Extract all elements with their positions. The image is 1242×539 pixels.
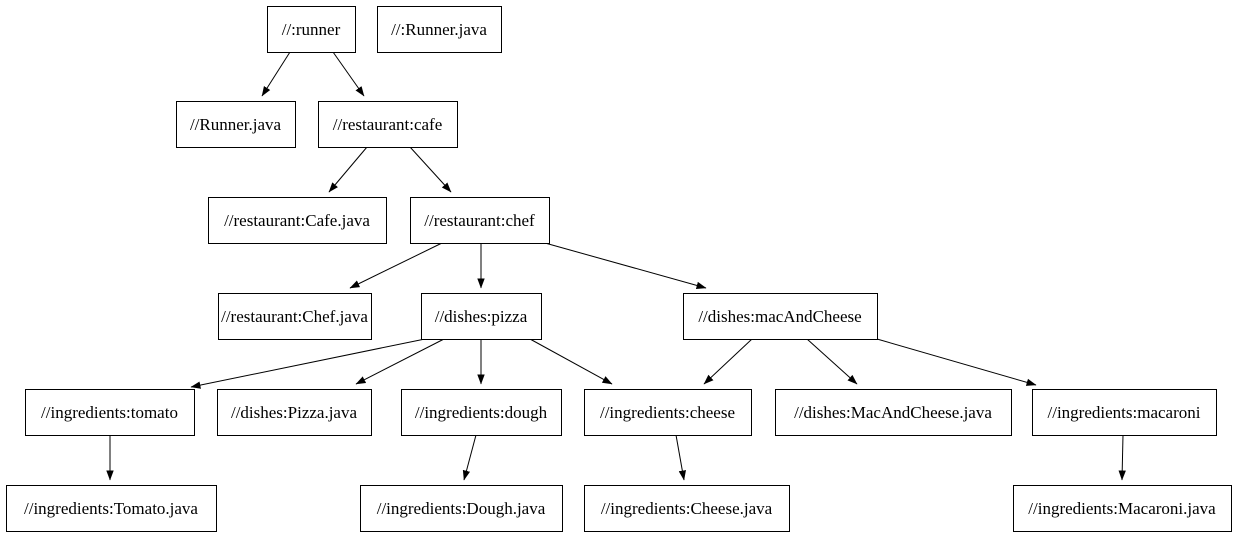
graph-node-box [176,101,296,148]
graph-node-box [401,389,562,436]
graph-node-tomato: //ingredients:tomato [25,389,195,436]
graph-node-dough-java: //ingredients:Dough.java [360,485,563,532]
graph-edge-pizza-to-pizza-java [355,338,445,385]
graph-node-box [421,293,542,340]
nodes-layer: //:runner //:Runner.java //Runner.java //re… [6,6,1232,532]
graph-node-box [218,293,372,340]
graph-node-box [683,293,878,340]
graph-node-chef-java: //restaurant:Chef.java [218,293,372,340]
graph-node-box [360,485,563,532]
graph-node-cheese-java: //ingredients:Cheese.java [584,485,790,532]
graph-edge-chef-to-chef-java [349,242,443,289]
graph-node-box [6,485,217,532]
graph-edge-pizza-to-tomato [190,338,426,389]
graph-node-label: //ingredients:tomato [41,403,178,422]
graph-edge-dough-to-dough-java [462,434,477,481]
graph-node-label: //Runner.java [190,115,282,134]
graph-node-mac-java: //dishes:MacAndCheese.java [775,389,1012,436]
graph-node-cheese: //ingredients:cheese [584,389,752,436]
graph-node-cafe: //restaurant:cafe [318,101,458,148]
graph-node-box [25,389,195,436]
graph-node-dough: //ingredients:dough [401,389,562,436]
graph-node-cafe-java: //restaurant:Cafe.java [208,197,387,244]
graph-edge-cafe-to-chef [409,146,452,193]
graph-node-box [318,101,458,148]
graph-node-label: //ingredients:macaroni [1048,403,1201,422]
graph-node-label: //:Runner.java [391,20,487,39]
graph-node-label: //dishes:Pizza.java [231,403,358,422]
graph-node-runner-src: //:Runner.java [377,6,502,53]
graph-node-macaroni-java: //ingredients:Macaroni.java [1013,485,1232,532]
graph-node-label: //ingredients:Cheese.java [601,499,773,518]
graph-edge-pizza-to-cheese [529,338,613,385]
graph-edge-cafe-to-cafe-java [328,146,368,193]
graph-node-label: //restaurant:Cafe.java [224,211,370,230]
graph-edge-chef-to-macandcheese [544,242,707,290]
graph-node-macandcheese: //dishes:macAndCheese [683,293,878,340]
graph-node-box [377,6,502,53]
graph-node-chef: //restaurant:chef [410,197,550,244]
graph-node-box [208,197,387,244]
graph-edge-macaroni-to-macaroni-java [1118,434,1126,481]
graph-node-label: //:runner [282,20,341,39]
graph-node-label: //dishes:pizza [435,307,528,326]
graph-node-pizza-java: //dishes:Pizza.java [217,389,372,436]
graph-node-runner-java: //Runner.java [176,101,296,148]
graph-node-label: //ingredients:Macaroni.java [1028,499,1216,518]
graph-edge-cheese-to-cheese-java [675,434,686,481]
graph-node-label: //dishes:MacAndCheese.java [794,403,992,422]
graph-edge-macandcheese-to-cheese [703,338,753,385]
graph-node-label: //ingredients:Dough.java [377,499,546,518]
graph-edge-macandcheese-to-mac-java [806,338,858,385]
graph-node-box [267,6,356,53]
graph-node-label: //ingredients:dough [415,403,548,422]
graph-node-box [584,485,790,532]
graph-node-box [584,389,752,436]
graph-node-box [1013,485,1232,532]
graph-node-label: //ingredients:cheese [600,403,735,422]
graph-edge-runner-to-runner-java [261,51,291,97]
edges-layer [106,51,1126,481]
graph-node-box [1032,389,1217,436]
graph-node-macaroni: //ingredients:macaroni [1032,389,1217,436]
graph-node-label: //ingredients:Tomato.java [24,499,198,518]
graph-edge-macandcheese-to-macaroni [876,338,1037,386]
graph-node-label: //restaurant:Chef.java [221,307,368,326]
graph-node-box [775,389,1012,436]
graph-node-label: //dishes:macAndCheese [698,307,861,326]
graph-node-label: //restaurant:cafe [333,115,443,134]
graph-edge-runner-to-cafe [332,51,365,97]
graph-node-box [217,389,372,436]
graph-node-label: //restaurant:chef [424,211,535,230]
graph-node-runner: //:runner [267,6,356,53]
graph-node-pizza: //dishes:pizza [421,293,542,340]
graph-node-box [410,197,550,244]
graph-node-tomato-java: //ingredients:Tomato.java [6,485,217,532]
